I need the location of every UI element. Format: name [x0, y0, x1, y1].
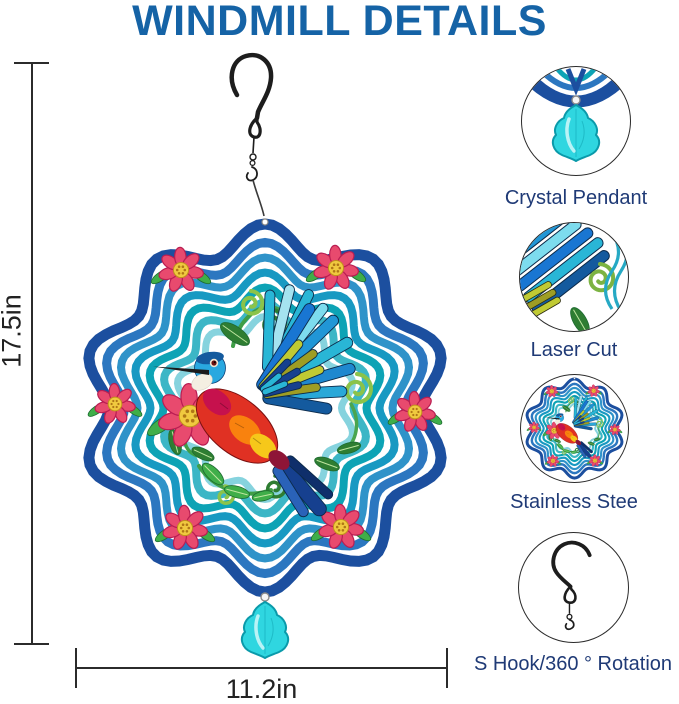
laser-cut-wing-icon — [520, 223, 628, 331]
height-dimension-tick-top — [14, 62, 49, 64]
feature-s-hook-rotation: S Hook/360 ° Rotation — [469, 532, 677, 676]
wind-spinner-illustration — [83, 52, 447, 659]
width-dimension: 11.2in — [75, 648, 448, 704]
height-dimension: 17.5in — [0, 62, 60, 645]
feature-circle-stainless-steel — [519, 374, 629, 483]
feature-circle-crystal-pendant — [521, 66, 631, 176]
width-dimension-tick-left — [75, 648, 77, 688]
feature-label-stainless-steel: Stainless Stee — [510, 491, 638, 513]
stainless-steel-spinner-icon — [525, 377, 623, 480]
feature-label-crystal-pendant: Crystal Pendant — [504, 187, 648, 209]
height-dimension-line — [31, 62, 33, 645]
feature-label-s-hook-rotation: S Hook/360 ° Rotation — [473, 653, 673, 675]
s-hook-icon — [550, 540, 592, 631]
width-dimension-line — [75, 667, 448, 669]
feature-circle-laser-cut — [519, 222, 629, 332]
feature-crystal-pendant: Crystal Pendant — [472, 66, 679, 210]
crystal-pendant-icon — [523, 67, 629, 162]
feature-stainless-steel: Stainless Stee — [470, 374, 678, 514]
height-dimension-tick-bottom — [14, 643, 49, 645]
feature-laser-cut: Laser Cut — [470, 222, 678, 362]
width-value: 11.2in — [225, 674, 298, 704]
width-dimension-tick-right — [446, 648, 448, 688]
feature-circle-s-hook — [517, 532, 629, 643]
page-title: WINDMILL DETAILS — [132, 0, 547, 45]
feature-label-laser-cut: Laser Cut — [530, 339, 618, 361]
height-value: 17.5in — [0, 294, 27, 368]
